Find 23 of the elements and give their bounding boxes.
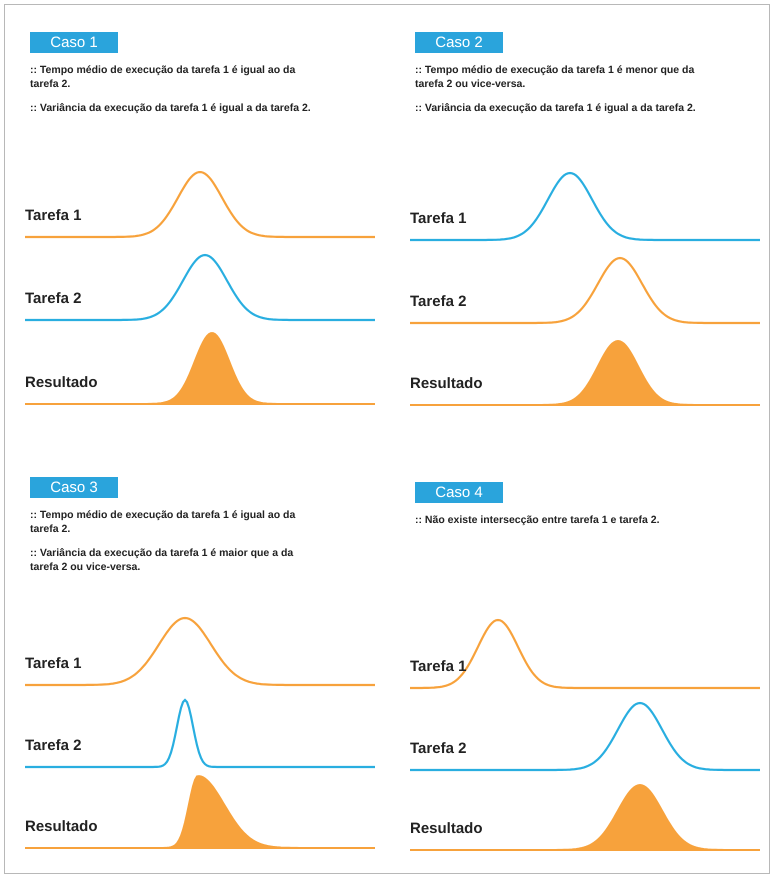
note-text: :: Variância da execução da tarefa 1 é igual a da tarefa 2. <box>415 102 697 116</box>
case-badge: Caso 2 <box>415 32 503 53</box>
note-text: :: Tempo médio de execução da tarefa 1 é igual ao da tarefa 2. <box>30 509 296 536</box>
curve-label: Tarefa 1 <box>25 655 82 672</box>
curve-label: Tarefa 2 <box>25 290 82 307</box>
curve-label: Resultado <box>410 820 483 837</box>
curve-label: Resultado <box>25 374 98 391</box>
curve-label: Tarefa 2 <box>410 740 466 757</box>
case-badge: Caso 4 <box>415 482 503 503</box>
note-text: :: Variância da execução da tarefa 1 é maior que a da tarefa 2 ou vice-versa. <box>30 547 294 574</box>
curve-label: Resultado <box>410 375 483 392</box>
curve-label: Resultado <box>25 818 98 835</box>
note-text: :: Tempo médio de execução da tarefa 1 é igual ao da tarefa 2. <box>30 64 296 92</box>
note-text: :: Não existe intersecção entre tarefa 1 e tarefa 2. <box>415 514 661 528</box>
case-badge: Caso 3 <box>30 477 118 498</box>
note-text: :: Tempo médio de execução da tarefa 1 é menor que da tarefa 2 ou vice-versa. <box>415 64 696 92</box>
note-text: :: Variância da execução da tarefa 1 é igual a da tarefa 2. <box>30 102 312 116</box>
curve-label: Tarefa 1 <box>25 207 82 224</box>
curve-label: Tarefa 2 <box>410 293 466 310</box>
curve-label: Tarefa 1 <box>410 210 466 227</box>
curve-label: Tarefa 2 <box>25 737 82 754</box>
curve-label: Tarefa 1 <box>410 658 466 675</box>
case-badge: Caso 1 <box>30 32 118 53</box>
